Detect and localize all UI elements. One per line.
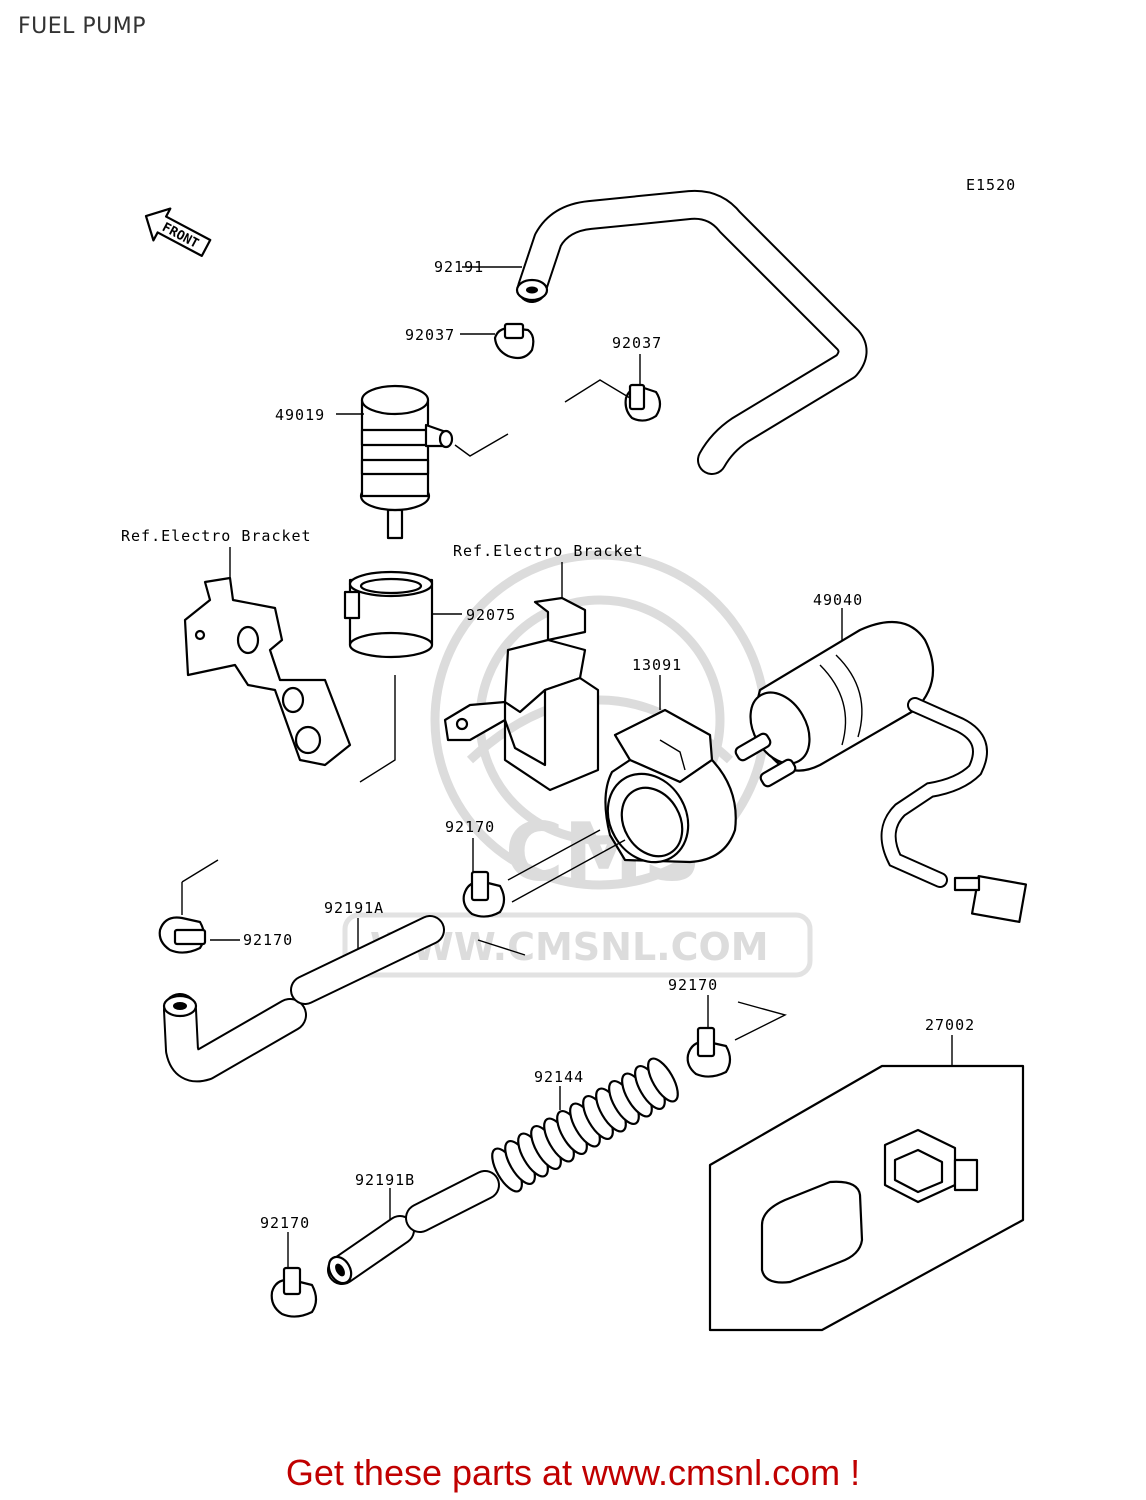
page-title: FUEL PUMP	[18, 14, 147, 39]
fuel-filter-49019	[359, 384, 454, 540]
label-92037-b: 92037	[612, 334, 662, 352]
label-92170-c: 92170	[668, 976, 718, 994]
label-49040: 49040	[813, 591, 863, 609]
relay-kit-27002	[708, 1064, 1025, 1332]
damper-92075	[343, 570, 434, 659]
label-92170-b: 92170	[243, 931, 293, 949]
label-13091: 13091	[632, 656, 682, 674]
clamp-92170-a	[462, 870, 506, 918]
label-ref-bracket-left: Ref.Electro Bracket	[121, 527, 312, 545]
electro-bracket-right	[443, 596, 600, 792]
label-27002: 27002	[925, 1016, 975, 1034]
clamp-92170-b	[158, 916, 207, 954]
fuel-hose-92191a	[162, 915, 445, 1083]
label-92191b: 92191B	[355, 1171, 415, 1189]
label-92191a: 92191A	[324, 899, 384, 917]
footer-cta: Get these parts at www.cmsnl.com !	[285, 1452, 861, 1493]
label-92144: 92144	[534, 1068, 584, 1086]
fuel-hose-92191b	[327, 1170, 500, 1285]
label-92037-a: 92037	[405, 326, 455, 344]
label-92191: 92191	[434, 258, 484, 276]
fuel-hose-92191	[515, 189, 868, 475]
clamp-92037-a	[493, 322, 535, 360]
label-92075: 92075	[466, 606, 516, 624]
label-92170-d: 92170	[260, 1214, 310, 1232]
clamp-92037-b	[624, 383, 662, 422]
front-arrow-icon: FRONT	[144, 207, 212, 258]
spring-92144	[491, 1057, 679, 1193]
diagram-code: E1520	[966, 176, 1016, 194]
label-92170-a: 92170	[445, 818, 495, 836]
label-ref-bracket-right: Ref.Electro Bracket	[453, 542, 644, 560]
fuel-pump-49040	[734, 620, 1028, 923]
label-49019: 49019	[275, 406, 325, 424]
clamp-92170-c	[686, 1026, 732, 1078]
electro-bracket-left	[183, 576, 352, 767]
pump-holder-13091	[604, 708, 737, 864]
clamp-92170-d	[270, 1266, 318, 1318]
